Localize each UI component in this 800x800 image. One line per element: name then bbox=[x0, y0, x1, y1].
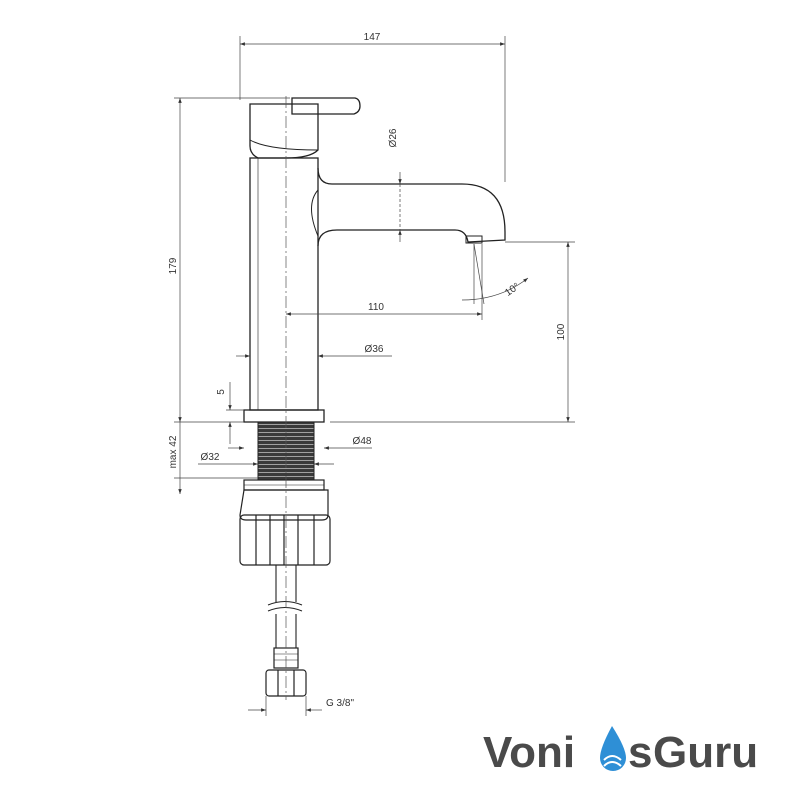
vonios-guru-logo: Voni s Guru bbox=[483, 726, 758, 777]
dim-spout-diameter: Ø26 bbox=[388, 128, 399, 147]
logo-text-guru: Guru bbox=[653, 728, 758, 777]
spout bbox=[317, 167, 506, 247]
base-plate bbox=[243, 409, 325, 423]
flexible-hose bbox=[267, 565, 303, 648]
dim-overall-width: 147 bbox=[364, 32, 381, 43]
lever-handle bbox=[291, 97, 361, 115]
dim-spout-angle: 10° bbox=[503, 281, 522, 299]
water-drop-icon bbox=[600, 726, 626, 771]
logo-text-voni: Voni bbox=[483, 728, 575, 777]
dim-spout-height: 100 bbox=[556, 323, 567, 340]
dim-max-counter-thickness: max 42 bbox=[168, 435, 179, 468]
faucet-outline bbox=[243, 97, 506, 423]
dim-body-diameter: Ø36 bbox=[365, 344, 384, 355]
dim-thread-diameter: Ø32 bbox=[201, 452, 220, 463]
mounting-nut bbox=[239, 479, 331, 566]
dim-base-diameter: Ø48 bbox=[353, 436, 372, 447]
body-cylinder bbox=[249, 157, 319, 411]
aerator bbox=[465, 235, 483, 244]
logo-text-s: s bbox=[628, 728, 652, 777]
dimension-lines bbox=[174, 36, 575, 716]
dim-base-thickness: 5 bbox=[216, 389, 227, 395]
dim-hose-thread: G 3/8" bbox=[326, 698, 354, 709]
dim-spout-reach: 110 bbox=[368, 302, 384, 313]
dim-overall-height: 179 bbox=[168, 257, 179, 274]
